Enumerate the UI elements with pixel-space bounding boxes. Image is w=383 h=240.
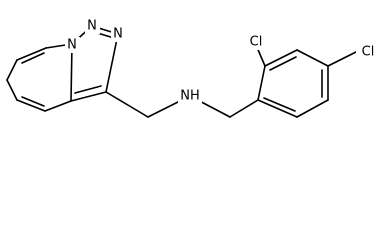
bond-c8-c9 — [16, 99, 46, 112]
bond-b4-cl — [327, 51, 357, 67]
atom-labels: N N N NH Cl Cl — [65, 18, 380, 104]
atom-label-n-mid: N — [87, 19, 97, 34]
bond-c3a-n — [70, 43, 73, 102]
bond-c5-c6 — [16, 47, 47, 61]
bond-b6-b1 — [257, 99, 298, 118]
bond-b6-b1-inner — [263, 97, 296, 112]
atom-label-amine: NH — [180, 89, 200, 104]
bond-c6-c7 — [6, 59, 18, 81]
bond-c8-c9-inner — [21, 96, 45, 107]
atom-label-n-top: N — [113, 27, 123, 42]
bond-c7-c8 — [6, 79, 18, 101]
atom-label-cl-para: Cl — [362, 45, 375, 60]
bond-b1-b2 — [257, 65, 266, 101]
atom-label-cl-ortho: Cl — [250, 35, 263, 50]
bond-c9-c3a — [44, 100, 72, 112]
bond-b2-b3-inner — [269, 56, 297, 71]
bond-c3-c3a-inner — [74, 85, 102, 94]
bond-b2-b3 — [264, 49, 298, 67]
molecule-structure: N N N NH Cl Cl — [6, 18, 380, 118]
bond-b5-b6 — [296, 99, 329, 118]
bond-ch2-ring — [229, 99, 259, 118]
bond-b3-b4 — [296, 49, 329, 67]
bond-c5-c6-inner — [21, 52, 45, 64]
dichlorophenyl-ring — [255, 44, 357, 118]
pyridine-ring — [6, 43, 73, 112]
atom-label-n-bridge: N — [67, 38, 77, 53]
bond-c3-c3a — [70, 91, 107, 102]
bond-c3-ch2 — [105, 91, 149, 118]
bond-n3-c3 — [105, 33, 119, 93]
